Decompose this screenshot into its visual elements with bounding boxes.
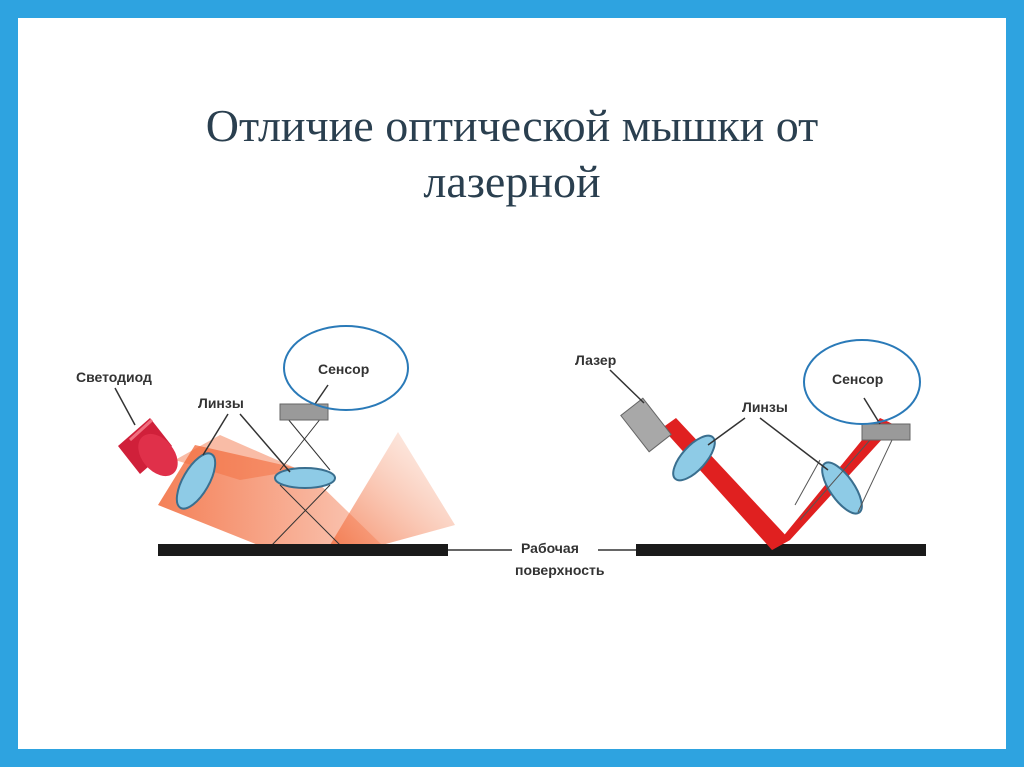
- surface-label-line-1: Рабочая: [521, 540, 579, 556]
- laser-beam-incoming: [662, 418, 790, 550]
- laser-label: Лазер: [575, 352, 616, 368]
- lens-icon: [175, 452, 217, 510]
- led-label: Светодиод: [76, 369, 152, 385]
- slide: Отличие оптической мышки от лазерной: [18, 18, 1006, 749]
- sensor-pointer-line: [863, 397, 881, 425]
- reflected-light-beam: [330, 432, 455, 545]
- sensor-chip: [279, 403, 329, 421]
- lens-icon: [274, 467, 336, 489]
- lenses-pointer-lines: [707, 417, 829, 471]
- surface-bar-right: [636, 544, 926, 556]
- lenses-label: Линзы: [742, 399, 788, 415]
- sensor-pointer-line: [314, 384, 329, 405]
- slide-title: Отличие оптической мышки от лазерной: [18, 98, 1006, 210]
- sensor-light-paths: [271, 412, 341, 546]
- title-line-2: лазерной: [423, 156, 601, 207]
- work-surface: Рабочая поверхность: [158, 540, 926, 578]
- laser-pointer-line: [609, 369, 645, 404]
- laser-mouse-scheme: Лазер Линзы Сенсор: [575, 339, 921, 550]
- lenses-label: Линзы: [198, 395, 244, 411]
- lens-icon: [821, 461, 863, 515]
- sensor-highlight-circle: [803, 339, 921, 425]
- optical-mouse-scheme: Светодиод Линзы Сенсор: [76, 325, 455, 546]
- title-line-1: Отличие оптической мышки от: [205, 100, 819, 151]
- laser-emitter-icon: [620, 397, 672, 453]
- sensor-light-paths: [794, 439, 893, 521]
- surface-label-line-2: поверхность: [515, 562, 605, 578]
- sensor-label: Сенсор: [318, 361, 369, 377]
- led-pointer-line: [114, 387, 136, 426]
- led-icon: [118, 418, 178, 477]
- lens-icon: [672, 434, 716, 482]
- sensor-label: Сенсор: [832, 371, 883, 387]
- lenses-pointer-lines: [202, 413, 291, 473]
- sensor-highlight-circle: [283, 325, 409, 411]
- surface-bar-left: [158, 544, 448, 556]
- sensor-chip: [861, 423, 911, 441]
